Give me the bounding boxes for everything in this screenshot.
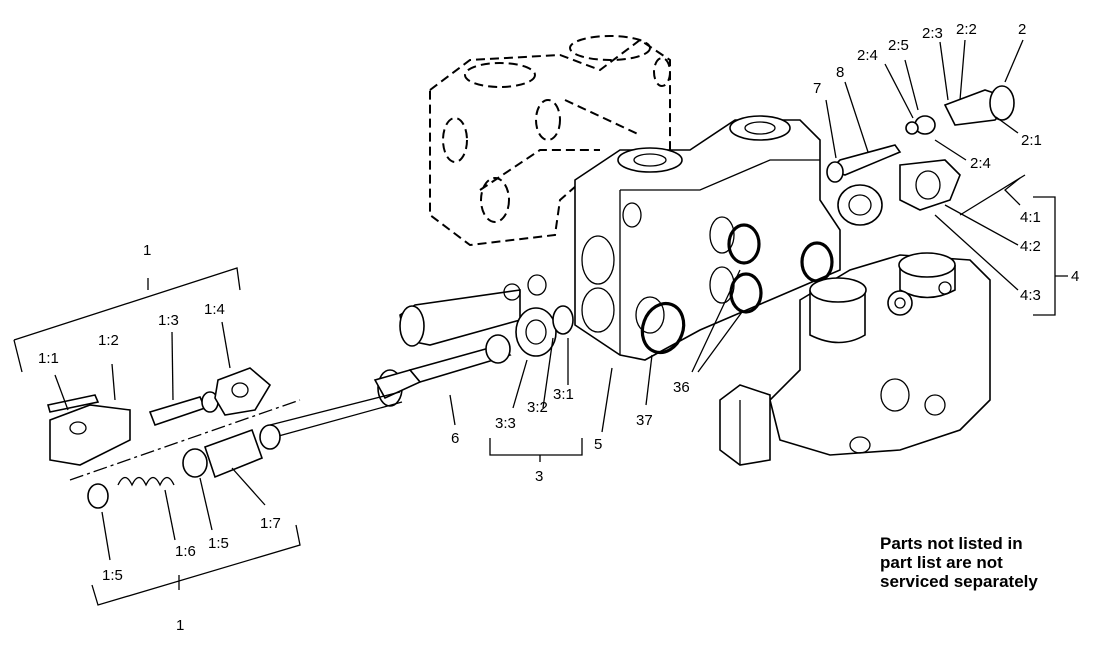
callout-3-2: 3:2 <box>527 399 548 416</box>
callout-2-1: 2:1 <box>1021 132 1042 149</box>
callout-2-5: 2:5 <box>888 37 909 54</box>
callout-4: 4 <box>1071 268 1079 285</box>
callout-2-4-bottom: 2:4 <box>970 155 991 172</box>
service-note: Parts not listed in part list are not se… <box>880 534 1095 591</box>
callout-1-1: 1:1 <box>38 350 59 367</box>
valve-body-5 <box>574 115 841 361</box>
callout-2-4-top: 2:4 <box>857 47 878 64</box>
spool-assembly <box>269 274 574 438</box>
service-note-line-2: part list are not <box>880 553 1003 572</box>
leader-lines <box>13 39 1068 606</box>
callout-1-2: 1:2 <box>98 332 119 349</box>
callout-1-bottom: 1 <box>176 617 184 634</box>
end-cover <box>719 252 991 466</box>
seal-rings <box>640 223 834 355</box>
callout-4-1: 4:1 <box>1020 209 1041 226</box>
callout-7: 7 <box>813 80 821 97</box>
callout-4-3: 4:3 <box>1020 287 1041 304</box>
callout-labels: 1 1:1 1:2 1:3 1:4 1:5 1:6 1:7 1:5 1 6 3:… <box>38 21 1079 634</box>
callout-1-5-left: 1:5 <box>102 567 123 584</box>
callout-1-4: 1:4 <box>204 301 225 318</box>
callout-3-1: 3:1 <box>553 386 574 403</box>
callout-36: 36 <box>673 379 690 396</box>
callout-8: 8 <box>836 64 844 81</box>
service-note-line-1: Parts not listed in <box>880 534 1023 553</box>
callout-1-5-right: 1:5 <box>208 535 229 552</box>
callout-3-3: 3:3 <box>495 415 516 432</box>
part-group-2 <box>826 85 1026 226</box>
callout-1-3: 1:3 <box>158 312 179 329</box>
callout-1-7: 1:7 <box>260 515 281 532</box>
callout-2-3: 2:3 <box>922 25 943 42</box>
callout-5: 5 <box>594 436 602 453</box>
callout-2: 2 <box>1018 21 1026 38</box>
callout-4-2: 4:2 <box>1020 238 1041 255</box>
callout-6: 6 <box>451 430 459 447</box>
callout-2-2: 2:2 <box>956 21 977 38</box>
callout-37: 37 <box>636 412 653 429</box>
part-group-1 <box>46 367 301 509</box>
service-note-line-3: serviced separately <box>880 572 1038 591</box>
callout-1-top: 1 <box>143 242 151 259</box>
callout-3: 3 <box>535 468 543 485</box>
callout-1-6: 1:6 <box>175 543 196 560</box>
